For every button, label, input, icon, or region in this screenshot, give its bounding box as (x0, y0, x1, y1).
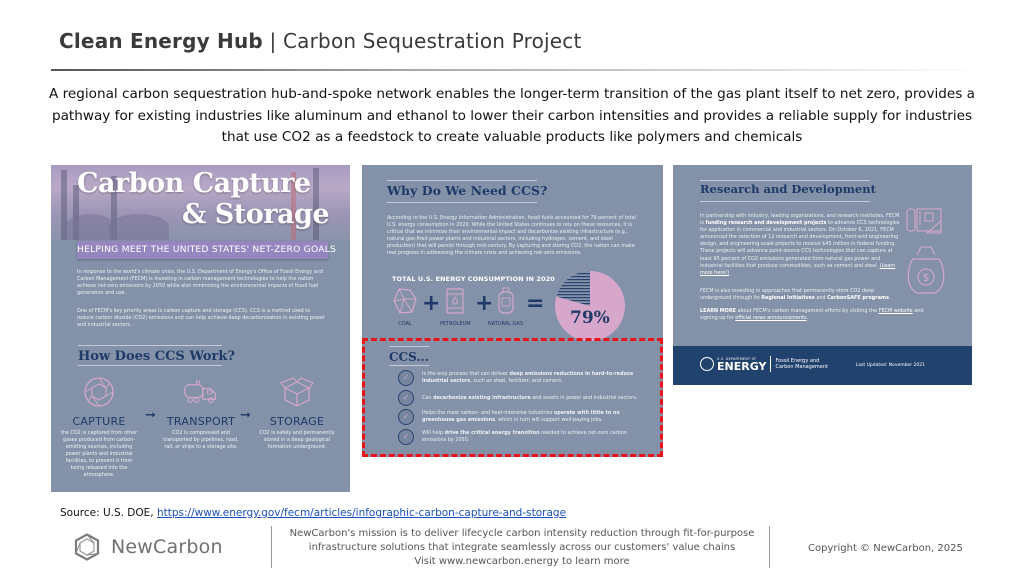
section-rule (387, 180, 537, 181)
page-title-separator: | (262, 29, 283, 53)
newcarbon-hexagon-icon (74, 533, 100, 561)
source-link[interactable]: https://www.energy.gov/fecm/articles/inf… (156, 507, 567, 519)
intro-paragraph: In response to the world's climate crisi… (77, 269, 323, 297)
step-description: the CO2 is captured from other gases pro… (60, 430, 138, 478)
page-title-bold: Clean Energy Hub (59, 29, 263, 53)
fecm-website-link[interactable]: FECM website (878, 308, 913, 314)
fuel-natural-gas: NATURAL GAS (488, 287, 523, 327)
ccs-benefit-item: ✓ Can decarbonize existing infrastructur… (398, 390, 638, 406)
research-paragraph: In partnership with industry, leading or… (700, 213, 900, 276)
fuel-label: PETROLEUM (440, 321, 471, 327)
energy-consumption-heading: TOTAL U.S. ENERGY CONSUMPTION IN 2020 (392, 275, 555, 283)
heart-check-icon: ✓ (398, 429, 414, 445)
page-title-rest: Carbon Sequestration Project (283, 29, 582, 53)
doe-logo: U.S. DEPARTMENT OF ENERGY Fossil Energy … (700, 356, 828, 372)
infographic-panel-ccs-overview: Carbon Capture & Storage HELPING MEET TH… (51, 165, 350, 492)
hero-title-line1: Carbon Capture (77, 168, 311, 199)
storage-paragraph: FECM is also investing in approaches tha… (700, 288, 891, 302)
why-ccs-heading: Why Do We Need CCS? (387, 183, 548, 198)
copyright-notice: Copyright © NewCarbon, 2025 (808, 543, 963, 554)
step-label: CAPTURE (72, 415, 126, 428)
news-announcements-link[interactable]: official news announcements (735, 315, 807, 322)
ccs-definition-paragraph: One of FECM's key priority areas is carb… (77, 308, 325, 329)
arrow-right-icon: ➞ (145, 408, 156, 423)
learn-more-link[interactable]: (Learn more here!) (700, 262, 896, 276)
gas-cylinder-icon (497, 287, 514, 314)
doe-seal-icon (700, 357, 714, 371)
fuel-petroleum: PETROLEUM (440, 287, 471, 327)
plus-icon: + (475, 291, 494, 316)
section-rule (78, 365, 222, 366)
heart-check-icon: ✓ (398, 390, 414, 406)
ccs-heading: CCS... (389, 350, 429, 364)
refinery-hero-image: Carbon Capture & Storage (51, 165, 350, 240)
hero-title-line2: & Storage (182, 199, 330, 230)
why-ccs-paragraph: According to the U.S. Energy Information… (387, 215, 636, 257)
mission-statement: NewCarbon's mission is to deliver lifecy… (289, 528, 755, 567)
arrow-right-icon: ➞ (240, 408, 251, 423)
research-heading: Research and Development (700, 182, 876, 196)
net-zero-banner: HELPING MEET THE UNITED STATES' NET-ZERO… (77, 241, 336, 259)
section-rule (387, 202, 537, 203)
blueprint-and-money-bag-icon: $ (906, 208, 945, 294)
camera-aperture-icon (84, 377, 114, 407)
equals-icon: = (526, 291, 545, 316)
heart-check-icon: ✓ (398, 409, 414, 425)
footer-divider (769, 526, 770, 568)
how-ccs-works-heading: How Does CCS Work? (78, 349, 236, 364)
infographic-panel-research: Research and Development In partnership … (673, 165, 972, 385)
step-label: STORAGE (269, 415, 325, 428)
section-rule (700, 201, 870, 202)
oil-barrel-icon (446, 288, 464, 314)
page-title: Clean Energy Hub | Carbon Sequestration … (59, 29, 582, 53)
storage-box-icon (280, 377, 314, 407)
footer-divider (271, 526, 272, 568)
fossil-fuel-pie-chart (555, 271, 625, 341)
section-rule (78, 345, 222, 346)
doe-footer-bar: U.S. DEPARTMENT OF ENERGY Fossil Energy … (673, 346, 972, 385)
learn-more-paragraph: LEARN MORE about FECM's carbon managemen… (700, 308, 924, 322)
section-rule (700, 180, 870, 181)
step-description: CO2 is safely and permanently stored in … (259, 430, 335, 450)
brand-name: NewCarbon (111, 536, 223, 558)
svg-text:$: $ (923, 271, 930, 284)
ccs-benefit-item: ✓ Is the only process that can deliver d… (398, 370, 638, 386)
infographic-panel-why-ccs: Why Do We Need CCS? According to the U.S… (362, 165, 663, 457)
fuel-label: NATURAL GAS (488, 321, 524, 327)
last-updated-label: Last Updated: November 2021 (855, 363, 925, 368)
source-citation: Source: U.S. DOE, https://www.energy.gov… (60, 507, 567, 519)
step-capture: CAPTURE the CO2 is captured from other g… (60, 376, 138, 479)
step-storage: STORAGE CO2 is safely and permanently st… (258, 376, 336, 451)
step-label: TRANSPORT (166, 415, 236, 428)
ccs-benefit-item: ✓ Helps the most carbon- and heat-intens… (398, 409, 638, 425)
title-divider (51, 69, 981, 71)
coal-icon (393, 288, 417, 314)
step-transport: TRANSPORT CO2 is compressed and transpor… (162, 376, 240, 451)
fuel-label: COAL (398, 321, 412, 327)
pie-value: 79% (570, 308, 610, 328)
section-rule (389, 346, 429, 347)
fuel-coal: COAL (392, 287, 418, 327)
section-rule (389, 365, 429, 366)
lead-paragraph: A regional carbon sequestration hub-and-… (48, 86, 976, 145)
newcarbon-logo: NewCarbon (73, 533, 223, 561)
tanker-truck-icon (184, 380, 216, 403)
heart-check-icon: ✓ (398, 370, 414, 386)
ccs-benefit-item: ✓ Will help drive the critical energy tr… (398, 429, 638, 445)
plus-icon: + (422, 291, 441, 316)
step-description: CO2 is compressed and transported by pip… (163, 430, 239, 450)
